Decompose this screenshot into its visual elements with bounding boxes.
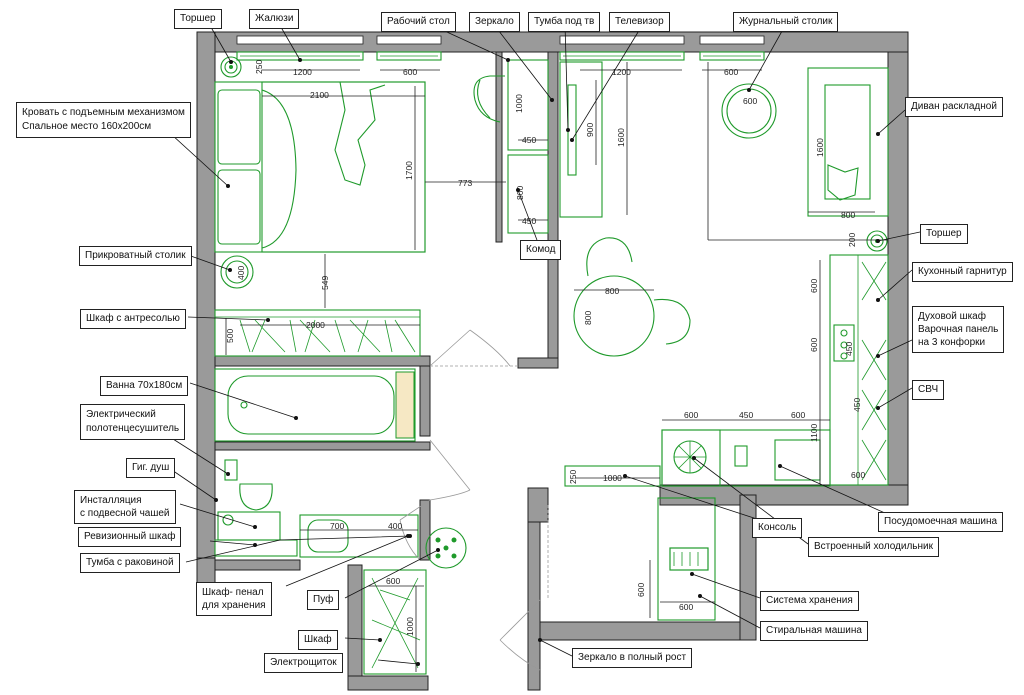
dim-200-torsher: 200	[847, 233, 857, 247]
dim-600-c4: 600	[851, 470, 865, 480]
dim-450-k3: 450	[844, 342, 854, 356]
dim-1000-console: 1000	[603, 473, 622, 483]
work-desk	[473, 59, 549, 151]
dim-800-dining-h: 800	[605, 286, 619, 296]
dim-450-komod: 450	[522, 216, 536, 226]
dim-600-k1: 600	[809, 279, 819, 293]
bedside-table	[220, 255, 254, 289]
kitchen-set	[661, 254, 889, 487]
dim-600-c1: 600	[684, 410, 698, 420]
pouf	[425, 527, 467, 569]
dim-600-table: 600	[743, 96, 757, 106]
dim-1100-k5: 1100	[809, 423, 819, 442]
dim-1700: 1700	[404, 161, 414, 180]
walls	[196, 31, 909, 691]
dim-700-sink: 700	[330, 521, 344, 531]
dim-1200-b: 1200	[612, 67, 631, 77]
doors	[399, 329, 549, 671]
dim-1200-a: 1200	[293, 67, 312, 77]
dim-600-shkaf: 600	[386, 576, 400, 586]
dim-250-torsher: 250	[254, 60, 264, 74]
dim-450-k4: 450	[852, 398, 862, 412]
wardrobe-with-mezzanine	[214, 309, 421, 357]
dim-1000-desk: 1000	[514, 94, 524, 113]
dim-450-desk: 450	[522, 135, 536, 145]
dim-800-komod: 800	[515, 186, 525, 200]
dim-250-console: 250	[568, 470, 578, 484]
dim-600-storage-v: 600	[636, 583, 646, 597]
dim-400-penal: 400	[388, 521, 402, 531]
hall-wardrobe	[363, 569, 427, 675]
dim-800-sofa: 800	[841, 210, 855, 220]
dim-450-c2: 450	[739, 410, 753, 420]
dim-600-c3: 600	[791, 410, 805, 420]
dim-2100: 2100	[310, 90, 329, 100]
dresser	[507, 154, 549, 234]
dim-800-dining-v: 800	[583, 311, 593, 325]
dim-773: 773	[458, 178, 472, 188]
console	[564, 465, 661, 487]
sofa	[807, 67, 889, 217]
dim-600-k2: 600	[809, 338, 819, 352]
dim-600-a: 600	[403, 67, 417, 77]
coffee-table	[721, 83, 777, 139]
storage-system	[657, 497, 716, 621]
dining-table	[573, 237, 691, 357]
bathtub	[214, 368, 416, 442]
dim-1600-tv: 1600	[616, 128, 626, 147]
sink-cabinet	[214, 514, 419, 558]
dim-1600-sofa: 1600	[815, 138, 825, 157]
dim-900-tv: 900	[585, 123, 595, 137]
dim-2000-wardrobe: 2000	[306, 320, 325, 330]
dimension-labels: 250 1200 600 1200 600 2100 1700 773 1000…	[225, 60, 865, 636]
dim-400-bedside: 400	[236, 266, 246, 280]
dim-600-storage-h: 600	[679, 602, 693, 612]
wc-installation	[217, 459, 281, 541]
floor-lamp-top	[220, 56, 242, 78]
bed	[214, 81, 426, 253]
dimension-lines	[225, 62, 888, 672]
dim-600-b: 600	[724, 67, 738, 77]
dim-500-wardrobe: 500	[225, 329, 235, 343]
dim-1000-shkaf: 1000	[405, 617, 415, 636]
dim-549: 549	[320, 276, 330, 290]
